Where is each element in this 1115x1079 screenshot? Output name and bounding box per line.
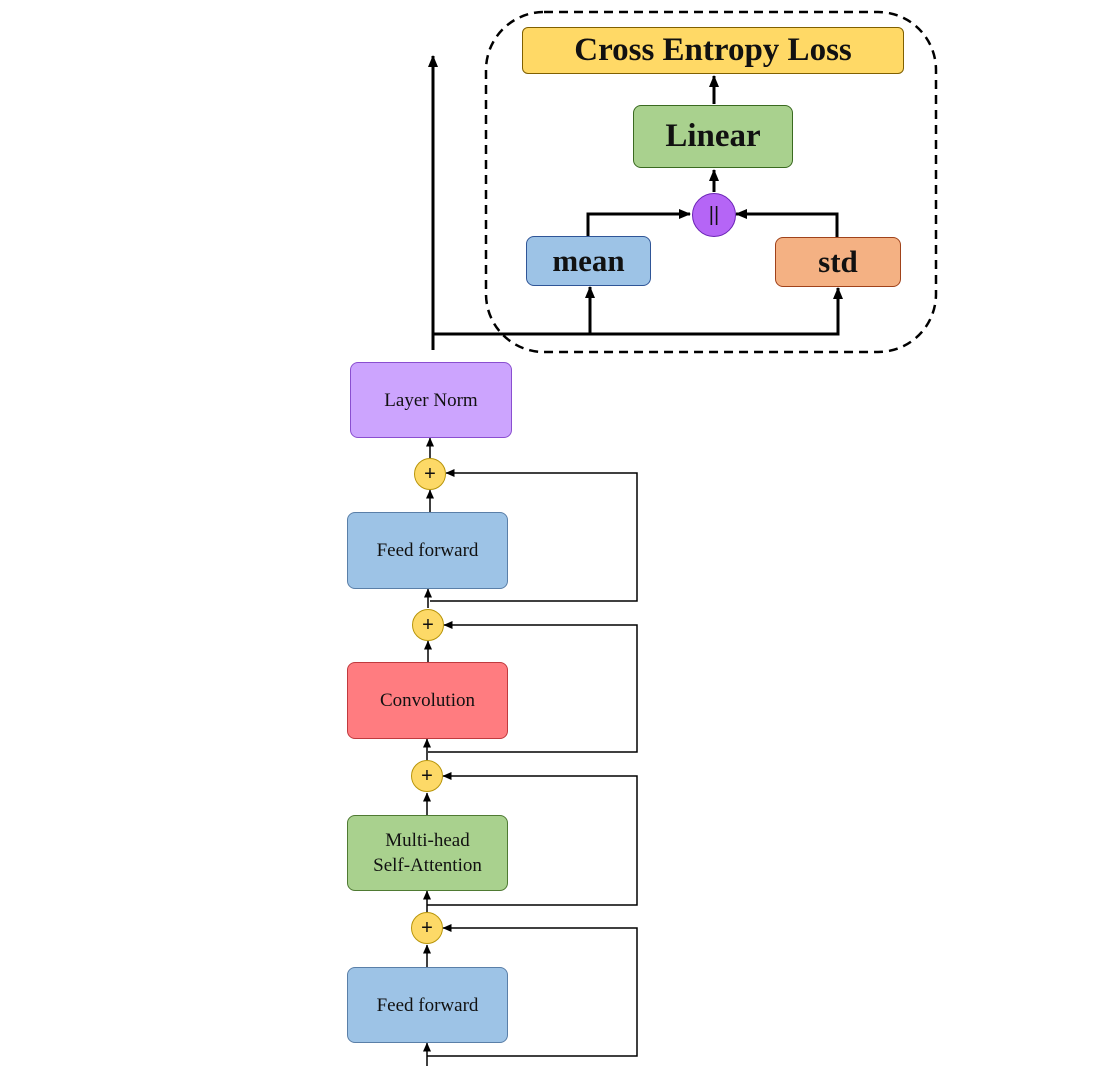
- add-node-3: +: [411, 760, 443, 792]
- feed-forward-bottom-block: Feed forward: [347, 967, 508, 1043]
- feed-forward-top-block: Feed forward: [347, 512, 508, 589]
- add-node-1: +: [414, 458, 446, 490]
- add-node-2: +: [412, 609, 444, 641]
- residual-3: [427, 772, 638, 906]
- mean-to-concat-arrow: [586, 209, 691, 236]
- residual-1: [430, 469, 638, 602]
- cross-entropy-loss-block: Cross Entropy Loss: [522, 27, 904, 74]
- mhsa-label-line2: Self-Attention: [373, 855, 482, 876]
- linear-block: Linear: [633, 105, 793, 168]
- residual-2: [428, 621, 638, 753]
- layer-norm-block: Layer Norm: [350, 362, 512, 438]
- multi-head-self-attention-block: Multi-head Self-Attention: [347, 815, 508, 891]
- add-node-4: +: [411, 912, 443, 944]
- convolution-block: Convolution: [347, 662, 508, 739]
- residual-4: [427, 924, 638, 1057]
- mhsa-label-line1: Multi-head: [385, 830, 470, 851]
- concat-operator: ||: [692, 193, 736, 237]
- mean-block: mean: [526, 236, 651, 286]
- std-block: std: [775, 237, 901, 287]
- branch-line: [433, 287, 843, 336]
- classifier-region-border: [484, 10, 938, 354]
- std-to-concat-arrow: [735, 209, 839, 237]
